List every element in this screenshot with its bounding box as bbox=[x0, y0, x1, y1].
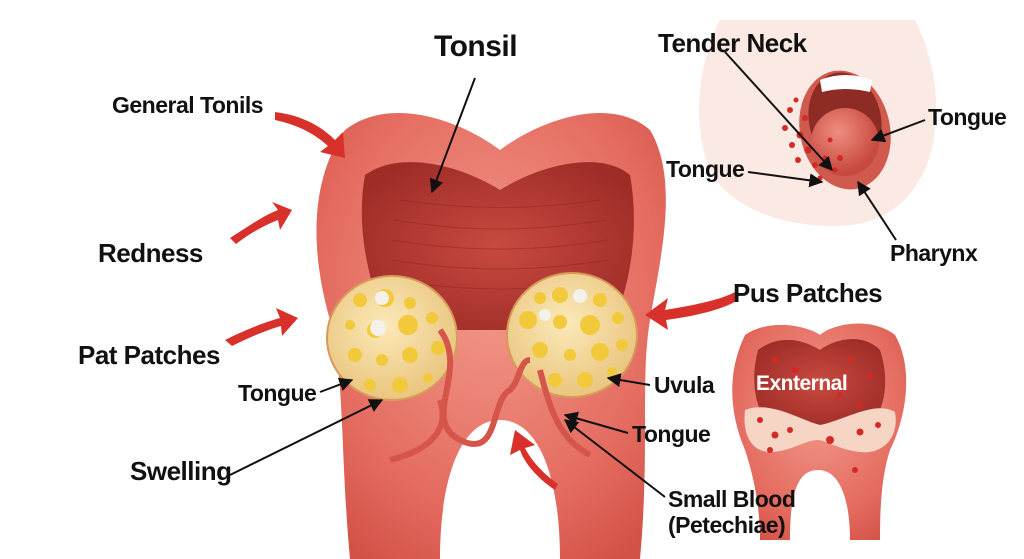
pharynx-label: Pharynx bbox=[890, 240, 978, 266]
external-label: Exnternal bbox=[756, 372, 848, 395]
main-tonsil bbox=[316, 112, 666, 559]
uvula-label: Uvula bbox=[654, 372, 715, 398]
red-arrows bbox=[225, 112, 738, 490]
small-blood-label: Small Blood bbox=[668, 486, 796, 512]
tongue-right-label: Tongue bbox=[632, 421, 711, 447]
face-tongue-upper-label: Tongue bbox=[928, 104, 1007, 130]
general-tonsils-label: General Tonils bbox=[112, 92, 264, 118]
tender-neck-label: Tender Neck bbox=[658, 28, 807, 58]
right-tonsil-pus bbox=[506, 272, 638, 398]
title-tonsil-label: Tonsil bbox=[434, 30, 518, 63]
redness-label: Redness bbox=[98, 238, 203, 268]
leader-lines bbox=[229, 51, 926, 498]
face-tongue-left-label: Tongue bbox=[666, 156, 745, 182]
tongue-left-label: Tongue bbox=[238, 380, 317, 406]
external-tonsil-inset bbox=[732, 323, 907, 540]
swelling-label: Swelling bbox=[130, 456, 232, 486]
petechiae-label: (Petechiae) bbox=[668, 512, 786, 538]
left-tonsil-pus bbox=[326, 275, 458, 401]
pus-patches-label: Pus Patches bbox=[733, 278, 883, 308]
fat-patches-label: Pat Patches bbox=[78, 340, 220, 370]
